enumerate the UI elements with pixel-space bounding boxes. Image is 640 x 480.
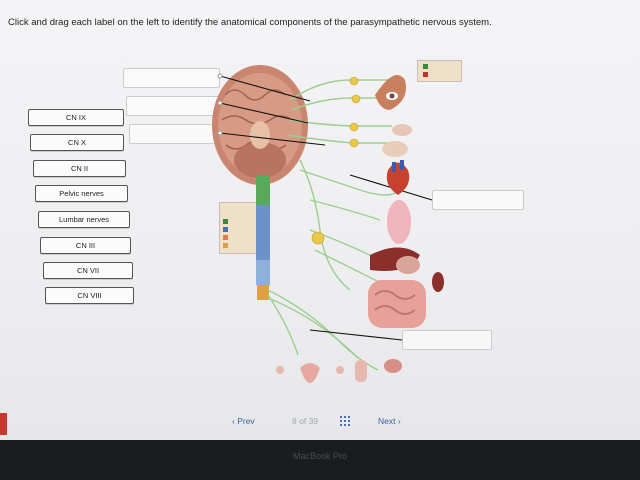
eye-illustration [375, 75, 406, 110]
brain-illustration [212, 65, 308, 185]
label-cn-viii[interactable]: CN VIII [45, 287, 134, 304]
ganglia [311, 76, 361, 245]
intestines-illustration [368, 280, 426, 328]
of-label: of [299, 416, 307, 426]
label-lumbar-nerves[interactable]: Lumbar nerves [38, 211, 130, 228]
legend-left [219, 202, 261, 254]
label-cn-vii[interactable]: CN VII [43, 262, 133, 279]
prev-label: Prev [237, 416, 255, 426]
screen: Click and drag each label on the left to… [0, 0, 640, 440]
legend-green-square [423, 64, 428, 69]
spinal-cord-cervical [256, 175, 270, 205]
lacrimal-gland [392, 124, 412, 136]
spinal-cord-sacral [257, 285, 269, 300]
total-pages: 39 [308, 416, 319, 426]
current-page: 8 [292, 416, 297, 426]
heart-illustration [386, 160, 410, 195]
leader-lines [219, 75, 433, 341]
spinal-cord-thoracic [256, 205, 270, 260]
legend-orange-square [223, 235, 228, 240]
page-indicator: 8 of 39 [292, 416, 318, 426]
legend-top [417, 60, 462, 82]
next-label: Next [378, 416, 396, 426]
legend-red-square [423, 72, 428, 77]
legend-green-square [223, 219, 228, 224]
kidney-illustration [432, 272, 444, 292]
anatomy-diagram [212, 65, 444, 383]
label-cn-x[interactable]: CN X [30, 134, 124, 151]
reproductive-organs [276, 359, 402, 383]
label-cn-ii[interactable]: CN II [33, 160, 126, 177]
grid-menu-icon[interactable] [340, 416, 350, 426]
legend-yellow-square [223, 243, 228, 248]
stomach-illustration [396, 256, 420, 274]
drop-target-5[interactable] [402, 330, 492, 350]
prev-button[interactable]: ‹ Prev [232, 416, 255, 426]
side-tab[interactable] [0, 413, 7, 435]
label-pelvic-nerves[interactable]: Pelvic nerves [35, 185, 128, 202]
drop-target-4[interactable] [432, 190, 524, 210]
spinal-cord-lumbar [256, 260, 270, 285]
salivary-gland [382, 141, 408, 157]
instruction-text: Click and drag each label on the left to… [8, 17, 492, 28]
label-cn-iii[interactable]: CN III [40, 237, 131, 254]
lung-illustration [387, 200, 411, 244]
next-button[interactable]: Next › [378, 416, 401, 426]
laptop-bezel-label: MacBook Pro [292, 451, 348, 461]
label-cn-ix[interactable]: CN IX [28, 109, 124, 126]
legend-blue-square [223, 227, 228, 232]
